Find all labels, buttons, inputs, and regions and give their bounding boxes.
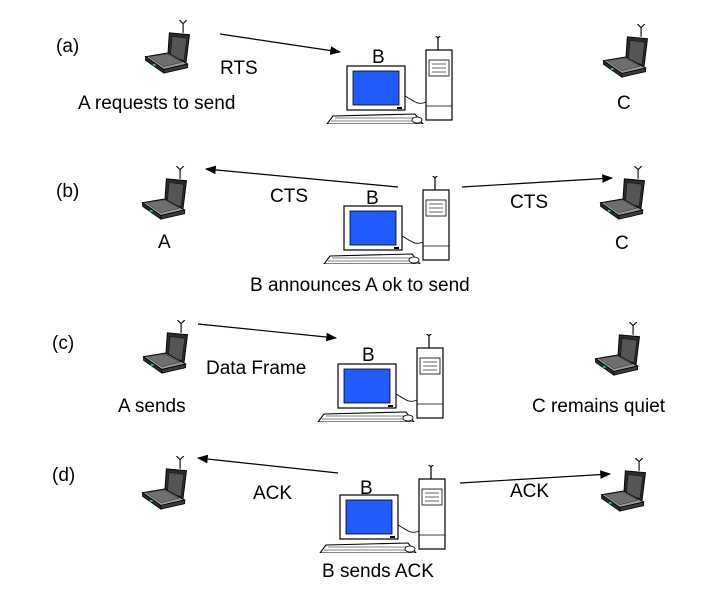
desktop-station-with-antenna-icon	[326, 36, 453, 124]
node-c-caption: C remains quiet	[532, 396, 666, 417]
message-label: Data Frame	[206, 358, 306, 379]
node-b-label: B	[372, 47, 385, 68]
node-b-caption: B sends ACK	[322, 561, 434, 582]
node-c-caption: C	[615, 233, 629, 254]
message-label: CTS	[270, 186, 308, 207]
laptop-with-antenna-icon	[594, 322, 641, 376]
data-frame-arrow	[197, 323, 338, 342]
laptop-with-antenna-icon	[602, 24, 649, 78]
rts-arrow	[219, 33, 342, 55]
laptop-with-antenna-icon	[142, 320, 189, 374]
node-b-caption: B announces A ok to send	[250, 275, 470, 296]
laptop-with-antenna-icon	[599, 166, 646, 220]
message-label: RTS	[220, 58, 258, 79]
cts-arrow-left	[204, 165, 399, 188]
node-b-label: B	[366, 188, 379, 209]
desktop-station-with-antenna-icon	[319, 465, 446, 553]
message-label: ACK	[510, 481, 549, 502]
laptop-with-antenna-icon	[144, 20, 191, 74]
laptop-with-antenna-icon	[600, 458, 647, 512]
ack-arrow-right	[459, 470, 612, 484]
panel-tag: (b)	[56, 181, 79, 202]
panel-tag: (a)	[56, 36, 79, 57]
message-label: ACK	[253, 483, 292, 504]
laptop-with-antenna-icon	[141, 166, 188, 220]
panel-tag: (d)	[52, 465, 75, 486]
ack-arrow-left	[196, 454, 339, 474]
panel-c: (c) A sends Data Frame B C remains quiet	[52, 320, 666, 422]
cts-arrow-right	[461, 174, 614, 188]
node-c-caption: C	[617, 93, 631, 114]
panel-b: (b) A CTS B CTS B announces A ok to send…	[56, 165, 646, 296]
node-a-caption: A requests to send	[78, 93, 235, 114]
desktop-station-with-antenna-icon	[323, 176, 450, 264]
node-a-caption: A	[158, 232, 171, 253]
node-a-caption: A sends	[118, 396, 186, 417]
panel-a: (a) A requests to send RTS B C	[56, 20, 649, 124]
panel-tag: (c)	[52, 333, 74, 354]
panel-d: (d) ACK B ACK B sends ACK	[52, 454, 647, 582]
node-b-label: B	[362, 345, 375, 366]
message-label: CTS	[510, 192, 548, 213]
node-b-label: B	[360, 478, 373, 499]
desktop-station-with-antenna-icon	[317, 334, 444, 422]
laptop-with-antenna-icon	[141, 456, 188, 510]
